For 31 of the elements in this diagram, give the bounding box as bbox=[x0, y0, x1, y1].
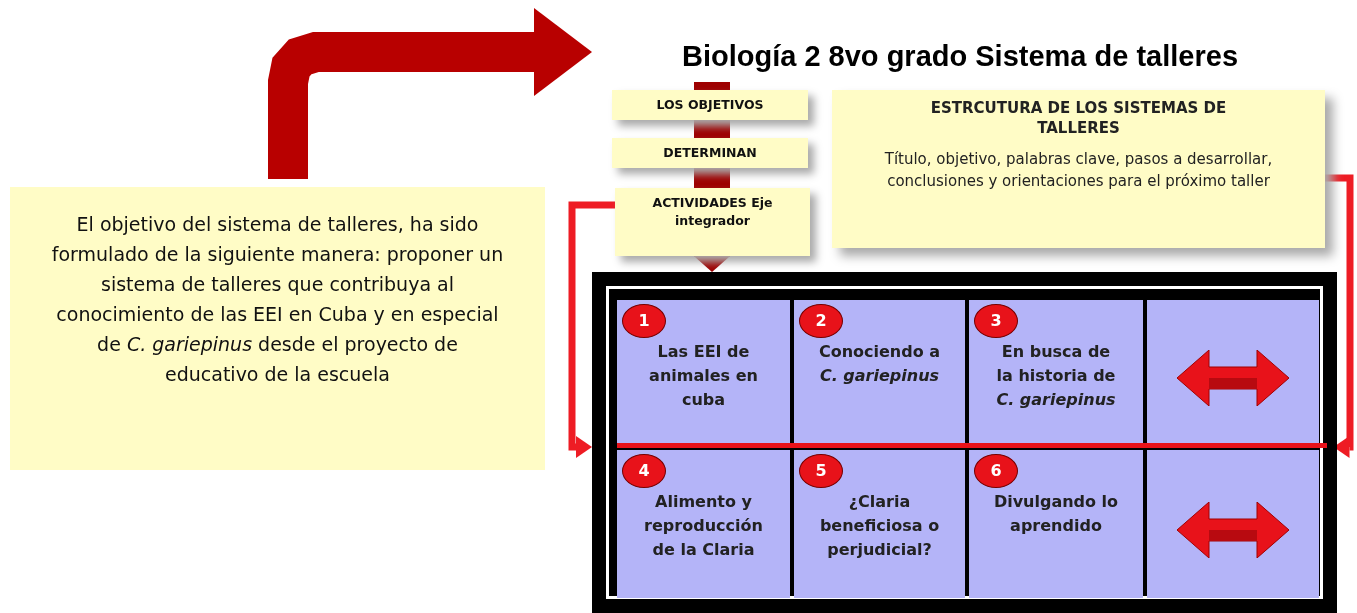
grid-cell bbox=[617, 300, 790, 443]
grid-cell bbox=[794, 450, 965, 598]
step-label: LOS OBJETIVOS bbox=[612, 90, 808, 120]
number-badge: 6 bbox=[974, 454, 1018, 488]
cell-text: Conociendo a C. gariepinus bbox=[817, 341, 942, 387]
cell-text: Las EEI de animales en cuba bbox=[648, 341, 759, 411]
info-text: Título, objetivo, palabras clave, pasos a desarrollar, conclusiones y orientaciones para el próximo taller bbox=[883, 149, 1274, 192]
cell-text: Alimento y reproducción de la Claria bbox=[643, 491, 764, 561]
note-box: El objetivo del sistema de talleres, ha sido formulado de la siguiente manera: proponer un sistema de talleres que contribuya al conocimiento de las EEI en Cuba y en especial de C. gariepinus desde el proyecto de educativo de la escuela bbox=[10, 187, 545, 470]
arrow bbox=[568, 201, 615, 458]
number-badge: 3 bbox=[974, 304, 1018, 338]
grid-cell bbox=[1147, 450, 1319, 598]
grid-cell bbox=[1147, 300, 1319, 443]
number-badge: 2 bbox=[799, 304, 843, 338]
number-badge: 1 bbox=[622, 304, 666, 338]
number-badge: 5 bbox=[799, 454, 843, 488]
arrow bbox=[1325, 174, 1354, 458]
cell-text: En busca de la historia de C. gariepinus bbox=[995, 341, 1117, 411]
arrow bbox=[694, 256, 730, 272]
cell-text: ¿Claria beneficiosa o perjudicial? bbox=[818, 491, 941, 561]
number-badge: 4 bbox=[622, 454, 666, 488]
info-box bbox=[832, 90, 1325, 248]
info-heading: ESTRCUTURA DE LOS SISTEMAS DE TALLERES bbox=[929, 98, 1228, 138]
title-text: Biología 2 8vo grado Sistema de talleres bbox=[592, 30, 1328, 82]
grid-cell bbox=[969, 300, 1143, 443]
step-label: ACTIVIDADES Eje integrador bbox=[615, 188, 810, 256]
cell-text: Divulgando lo aprendido bbox=[992, 491, 1120, 537]
grid-cell bbox=[794, 300, 965, 443]
grid-cell bbox=[617, 450, 790, 598]
step-label: DETERMINAN bbox=[612, 138, 808, 168]
grid-cell bbox=[969, 450, 1143, 598]
